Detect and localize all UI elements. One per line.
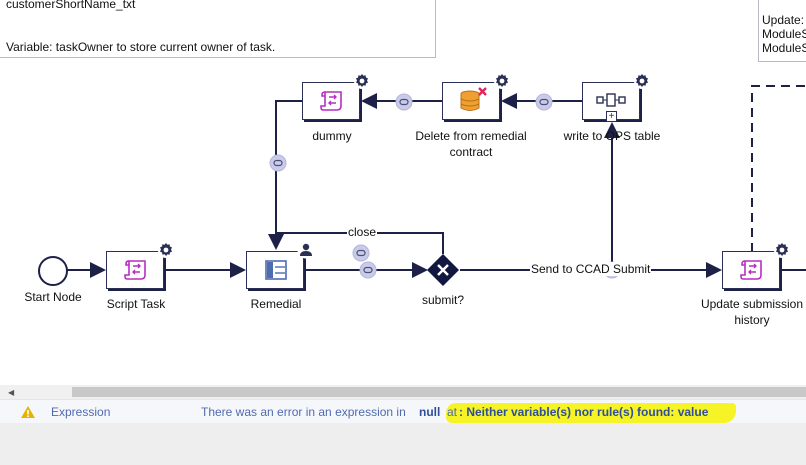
error-panel-row[interactable]: Expression There was an error in an expr… bbox=[0, 399, 806, 424]
warning-icon bbox=[21, 406, 35, 418]
update-history-label-line2: history bbox=[734, 313, 770, 327]
error-message-detail: : Neither variable(s) nor rule(s) found:… bbox=[459, 405, 709, 419]
gear-icon[interactable] bbox=[157, 241, 175, 259]
process-canvas[interactable]: customerShortName_txt Variable: taskOwne… bbox=[0, 0, 806, 385]
edge-label-send-to-ccad[interactable]: Send to CCAD Submit bbox=[530, 262, 652, 276]
note-line-1: customerShortName_txt bbox=[6, 0, 136, 11]
gear-icon[interactable] bbox=[633, 72, 651, 90]
note-right-line-3: ModuleS bbox=[762, 41, 806, 55]
scroll-left-arrow-icon[interactable]: ◀ bbox=[8, 388, 15, 397]
gear-icon[interactable] bbox=[353, 72, 371, 90]
gear-icon[interactable] bbox=[773, 241, 791, 259]
error-message-null: null bbox=[419, 405, 441, 419]
delete-remedial-label: Delete from remedial contract bbox=[406, 128, 536, 160]
remedial-label: Remedial bbox=[250, 297, 302, 311]
dummy-label: dummy bbox=[312, 129, 352, 143]
delete-remedial-label-line1: Delete from remedial bbox=[415, 129, 527, 143]
database-delete-icon bbox=[460, 87, 487, 111]
remedial-node[interactable] bbox=[246, 251, 304, 289]
form-icon bbox=[265, 260, 287, 280]
submit-gateway[interactable] bbox=[426, 253, 460, 287]
write-ops-node[interactable]: + bbox=[582, 82, 640, 122]
horizontal-scrollbar[interactable]: ◀ bbox=[0, 385, 806, 399]
script-task-node[interactable] bbox=[106, 251, 164, 289]
script-icon bbox=[320, 91, 342, 111]
edge-label-close[interactable]: close bbox=[347, 225, 378, 239]
note-right-line-1: Update: bbox=[762, 13, 805, 27]
gear-icon[interactable] bbox=[493, 72, 511, 90]
scrollbar-thumb[interactable] bbox=[72, 387, 806, 397]
error-message-prefix: There was an error in an expression in bbox=[201, 405, 406, 419]
update-history-label: Update submission history bbox=[694, 296, 806, 328]
script-icon bbox=[124, 260, 146, 280]
script-task-label: Script Task bbox=[106, 297, 166, 311]
yellow-highlight-mark bbox=[446, 403, 736, 423]
user-icon[interactable] bbox=[297, 241, 315, 259]
connector-layer bbox=[67, 85, 806, 279]
submit-gateway-label: submit? bbox=[421, 293, 465, 307]
bottom-panel bbox=[0, 423, 806, 465]
write-ops-label: write to OPS table bbox=[563, 129, 661, 143]
start-node[interactable] bbox=[38, 256, 68, 286]
delete-remedial-label-line2: contract bbox=[449, 145, 493, 159]
note-right-line-2: ModuleS bbox=[762, 27, 806, 41]
dummy-node[interactable] bbox=[302, 82, 360, 120]
annotation-note-right[interactable]: Update: ModuleS ModuleS bbox=[758, 0, 806, 62]
update-history-label-line1: Update submission bbox=[700, 297, 804, 311]
expand-icon[interactable]: + bbox=[606, 111, 617, 122]
error-type: Expression bbox=[51, 405, 111, 419]
delete-remedial-node[interactable] bbox=[442, 82, 500, 120]
start-node-label: Start Node bbox=[24, 290, 82, 304]
script-icon bbox=[740, 260, 762, 280]
note-line-2: Variable: taskOwner to store current own… bbox=[6, 40, 276, 54]
subprocess-icon bbox=[596, 93, 626, 107]
update-history-node[interactable] bbox=[722, 251, 780, 289]
error-message-at: at bbox=[447, 405, 458, 419]
annotation-note-left[interactable]: customerShortName_txt Variable: taskOwne… bbox=[0, 0, 436, 58]
